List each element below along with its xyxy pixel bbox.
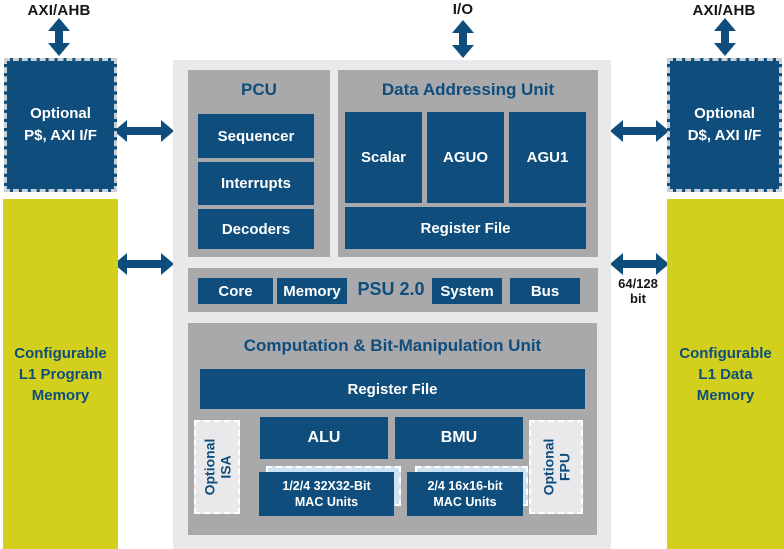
cbmu-register-file: Register File [200,369,585,409]
pmem-line1: Configurable [14,344,107,362]
core-container: PCU Sequencer Interrupts Decoders Data A… [173,60,611,549]
mac16-line1: 2/4 16x16-bit [427,479,503,493]
dmem-line3: Memory [696,386,755,404]
arrow-bar [124,127,164,135]
l1-program-memory-box: Configurable L1 Program Memory [3,199,118,549]
psu-block-bus: Bus [510,278,580,304]
dau-register-file: Register File [345,207,586,249]
mac32-line2: MAC Units [294,495,359,509]
optional-fpu-label: Optional FPU [540,439,572,496]
double-arrow-io-icon [452,20,474,58]
isa-line1: Optional [201,438,217,496]
bus-width-line1: 64/128 [618,276,658,291]
dau-block-aguo: AGUO [427,112,504,203]
double-arrow-pcache-core-icon [114,120,174,142]
optional-dcache-box: Optional D$, AXI I/F [667,58,782,192]
double-arrow-axi-left-icon [48,18,70,56]
pcu-block-interrupts: Interrupts [198,162,314,205]
arrow-bar [620,260,659,268]
mac16-line2: MAC Units [433,495,497,509]
bus-width-label: 64/128 bit [609,276,667,306]
dau-block-scalar: Scalar [345,112,422,203]
isa-line2: ISA [217,455,233,479]
bus-label-io: I/O [452,1,474,18]
bus-label-axi-ahb-right: AXI/AHB [692,2,756,19]
pcu-block-sequencer: Sequencer [198,114,314,158]
optional-isa-label: Optional ISA [201,439,233,496]
cbmu-bmu-box: BMU [395,417,523,459]
mac16-box: 2/4 16x16-bit MAC Units [407,472,523,516]
pcache-line1: Optional [30,105,91,122]
data-addressing-unit-panel: Data Addressing Unit Scalar AGUO AGU1 Re… [338,70,598,257]
pcache-line2: P$, AXI I/F [24,127,97,144]
double-arrow-axi-right-icon [714,18,736,56]
dmem-line2: L1 Data [698,365,753,383]
dau-block-agu1: AGU1 [509,112,586,203]
psu-block-core: Core [198,278,273,304]
mac32-box: 1/2/4 32X32-Bit MAC Units [259,472,394,516]
psu-bar: Core Memory PSU 2.0 System Bus [188,268,598,312]
cbmu-alu-box: ALU [260,417,388,459]
pcu-block-decoders: Decoders [198,209,314,249]
cbmu-panel: Computation & Bit-Manipulation Unit Regi… [188,323,597,535]
bus-width-line2: bit [630,291,646,306]
psu-block-system: System [432,278,502,304]
dmem-line1: Configurable [679,344,772,362]
fpu-line1: Optional [540,438,556,496]
pmem-line2: L1 Program [18,365,103,383]
arrow-bar [721,28,729,46]
pmem-line3: Memory [31,386,90,404]
psu-label: PSU 2.0 [357,279,425,299]
double-arrow-core-dmem-icon [610,253,669,275]
double-arrow-pmem-core-icon [114,253,174,275]
mac32-line1: 1/2/4 32X32-Bit [282,479,371,493]
pcu-title: PCU [241,80,277,99]
arrow-bar [55,28,63,46]
optional-fpu-box: Optional FPU [529,420,583,514]
arrow-bar [459,30,467,48]
double-arrow-core-dcache-icon [610,120,669,142]
bus-label-axi-ahb-left: AXI/AHB [27,2,91,19]
optional-isa-box: Optional ISA [194,420,240,514]
arrow-bar [124,260,164,268]
fpu-line2: FPU [556,453,572,481]
optional-pcache-box: Optional P$, AXI I/F [4,58,117,192]
dcache-line1: Optional [694,105,755,122]
l1-data-memory-box: Configurable L1 Data Memory [667,199,784,549]
arrow-bar [620,127,659,135]
pcu-panel: PCU Sequencer Interrupts Decoders [188,70,330,257]
psu-block-memory: Memory [277,278,347,304]
dau-title: Data Addressing Unit [381,80,555,99]
dcache-line2: D$, AXI I/F [687,127,762,144]
cbmu-title: Computation & Bit-Manipulation Unit [243,336,542,355]
